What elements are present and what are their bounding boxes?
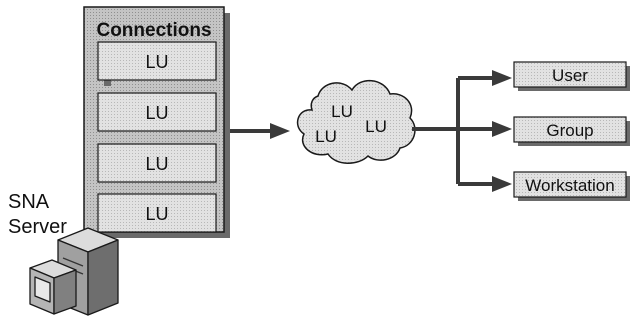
lu-cloud: LU LU LU [296, 80, 416, 164]
arrow-to-user [492, 70, 512, 86]
lu-box-4: LU [97, 193, 217, 233]
connections-panel: Connections LU LU LU LU [83, 6, 230, 238]
lu-box-1: LU [97, 41, 217, 86]
target-user-box: User [513, 61, 630, 91]
target-user-label: User [552, 66, 588, 85]
sna-label: SNA [8, 191, 50, 213]
connections-title: Connections [96, 20, 211, 41]
lu-label-1: LU [145, 52, 168, 72]
lu-label-4: LU [145, 204, 168, 224]
server-label: Server [8, 216, 67, 238]
target-workstation-label: Workstation [525, 176, 614, 195]
lu-box-2: LU [97, 92, 217, 132]
cloud-lu-3: LU [315, 127, 337, 146]
arrow-to-workstation [492, 176, 512, 192]
arrow-to-group [492, 121, 512, 137]
cloud-lu-1: LU [331, 102, 353, 121]
lu-label-3: LU [145, 154, 168, 174]
server-computer-icon [29, 227, 119, 316]
lu-label-2: LU [145, 103, 168, 123]
arrow-to-cloud [230, 123, 290, 139]
target-group-box: Group [513, 116, 630, 146]
target-workstation-box: Workstation [513, 171, 630, 201]
lu-box-3: LU [97, 143, 217, 183]
branch-connector [412, 76, 494, 186]
target-group-label: Group [546, 121, 593, 140]
cloud-lu-2: LU [365, 117, 387, 136]
